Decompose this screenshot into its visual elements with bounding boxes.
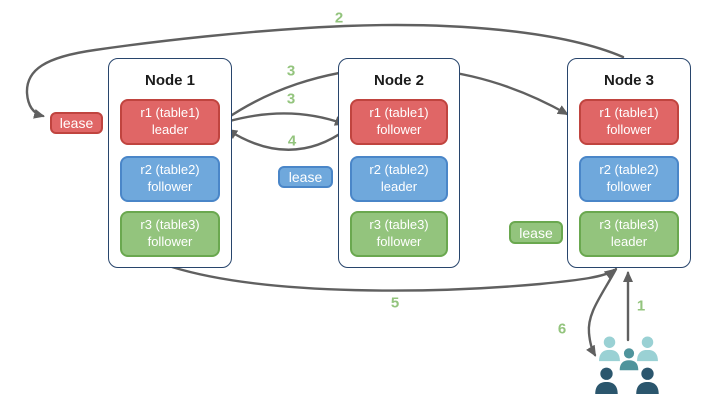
lease-badge-r2: lease — [278, 166, 333, 188]
replica-role: follower — [376, 234, 422, 249]
lease-badge-r3: lease — [509, 221, 563, 244]
node-2-title: Node 2 — [373, 72, 424, 89]
arrow-step-3-to-node2 — [224, 112, 346, 126]
node-3-replica-r3: r3 (table3) leader — [579, 211, 679, 257]
replica-role: follower — [147, 234, 193, 249]
arrow-step-6 — [586, 267, 618, 357]
replica-label: r1 (table1) — [599, 105, 659, 121]
lease-label: lease — [59, 115, 94, 131]
step-label-3a: 3 — [286, 62, 296, 80]
node-2-replica-r2: r2 (table2) leader — [350, 156, 448, 202]
step-label-6: 6 — [557, 320, 567, 338]
node-1-title: Node 1 — [144, 72, 195, 89]
replica-label: r2 (table2) — [140, 162, 200, 178]
replica-role: follower — [147, 179, 193, 194]
node-1-replica-r3: r3 (table3) follower — [120, 211, 220, 257]
step-label-5: 5 — [390, 294, 400, 312]
replica-role: follower — [606, 122, 652, 137]
lease-badge-r1: lease — [50, 112, 103, 134]
replica-label: r1 (table1) — [140, 105, 200, 121]
node-2-replica-r1: r1 (table1) follower — [350, 99, 448, 145]
node-1-replica-r2: r2 (table2) follower — [120, 156, 220, 202]
node-3-replica-r2: r2 (table2) follower — [579, 156, 679, 202]
node-2: Node 2 r1 (table1) follower r2 (table2) … — [338, 58, 460, 268]
replica-label: r3 (table3) — [369, 217, 429, 233]
arrow-step-4 — [226, 127, 349, 151]
replica-role: leader — [380, 179, 418, 194]
replica-role: leader — [610, 234, 648, 249]
arrow-step-2 — [25, 23, 625, 119]
step-label-4: 4 — [287, 132, 297, 150]
replica-label: r3 (table3) — [599, 217, 659, 233]
replica-label: r3 (table3) — [140, 217, 200, 233]
users-group-icon — [595, 336, 659, 395]
replica-label: r2 (table2) — [369, 162, 429, 178]
node-1-replica-r1: r1 (table1) leader — [120, 99, 220, 145]
replica-label: r1 (table1) — [369, 105, 429, 121]
step-label-1: 1 — [636, 297, 646, 315]
replica-role: follower — [376, 122, 422, 137]
step-label-2: 2 — [334, 9, 344, 27]
step-label-3b: 3 — [286, 90, 296, 108]
arrow-step-5 — [170, 265, 616, 292]
lease-label: lease — [519, 224, 553, 241]
lease-label: lease — [288, 169, 323, 185]
replica-label: r2 (table2) — [599, 162, 659, 178]
node-3: Node 3 r1 (table1) follower r2 (table2) … — [567, 58, 691, 268]
replica-role: leader — [151, 122, 189, 137]
node-3-title: Node 3 — [603, 72, 654, 89]
node-3-replica-r1: r1 (table1) follower — [579, 99, 679, 145]
node-1: Node 1 r1 (table1) leader r2 (table2) fo… — [108, 58, 232, 268]
node-2-replica-r3: r3 (table3) follower — [350, 211, 448, 257]
replica-role: follower — [606, 179, 652, 194]
